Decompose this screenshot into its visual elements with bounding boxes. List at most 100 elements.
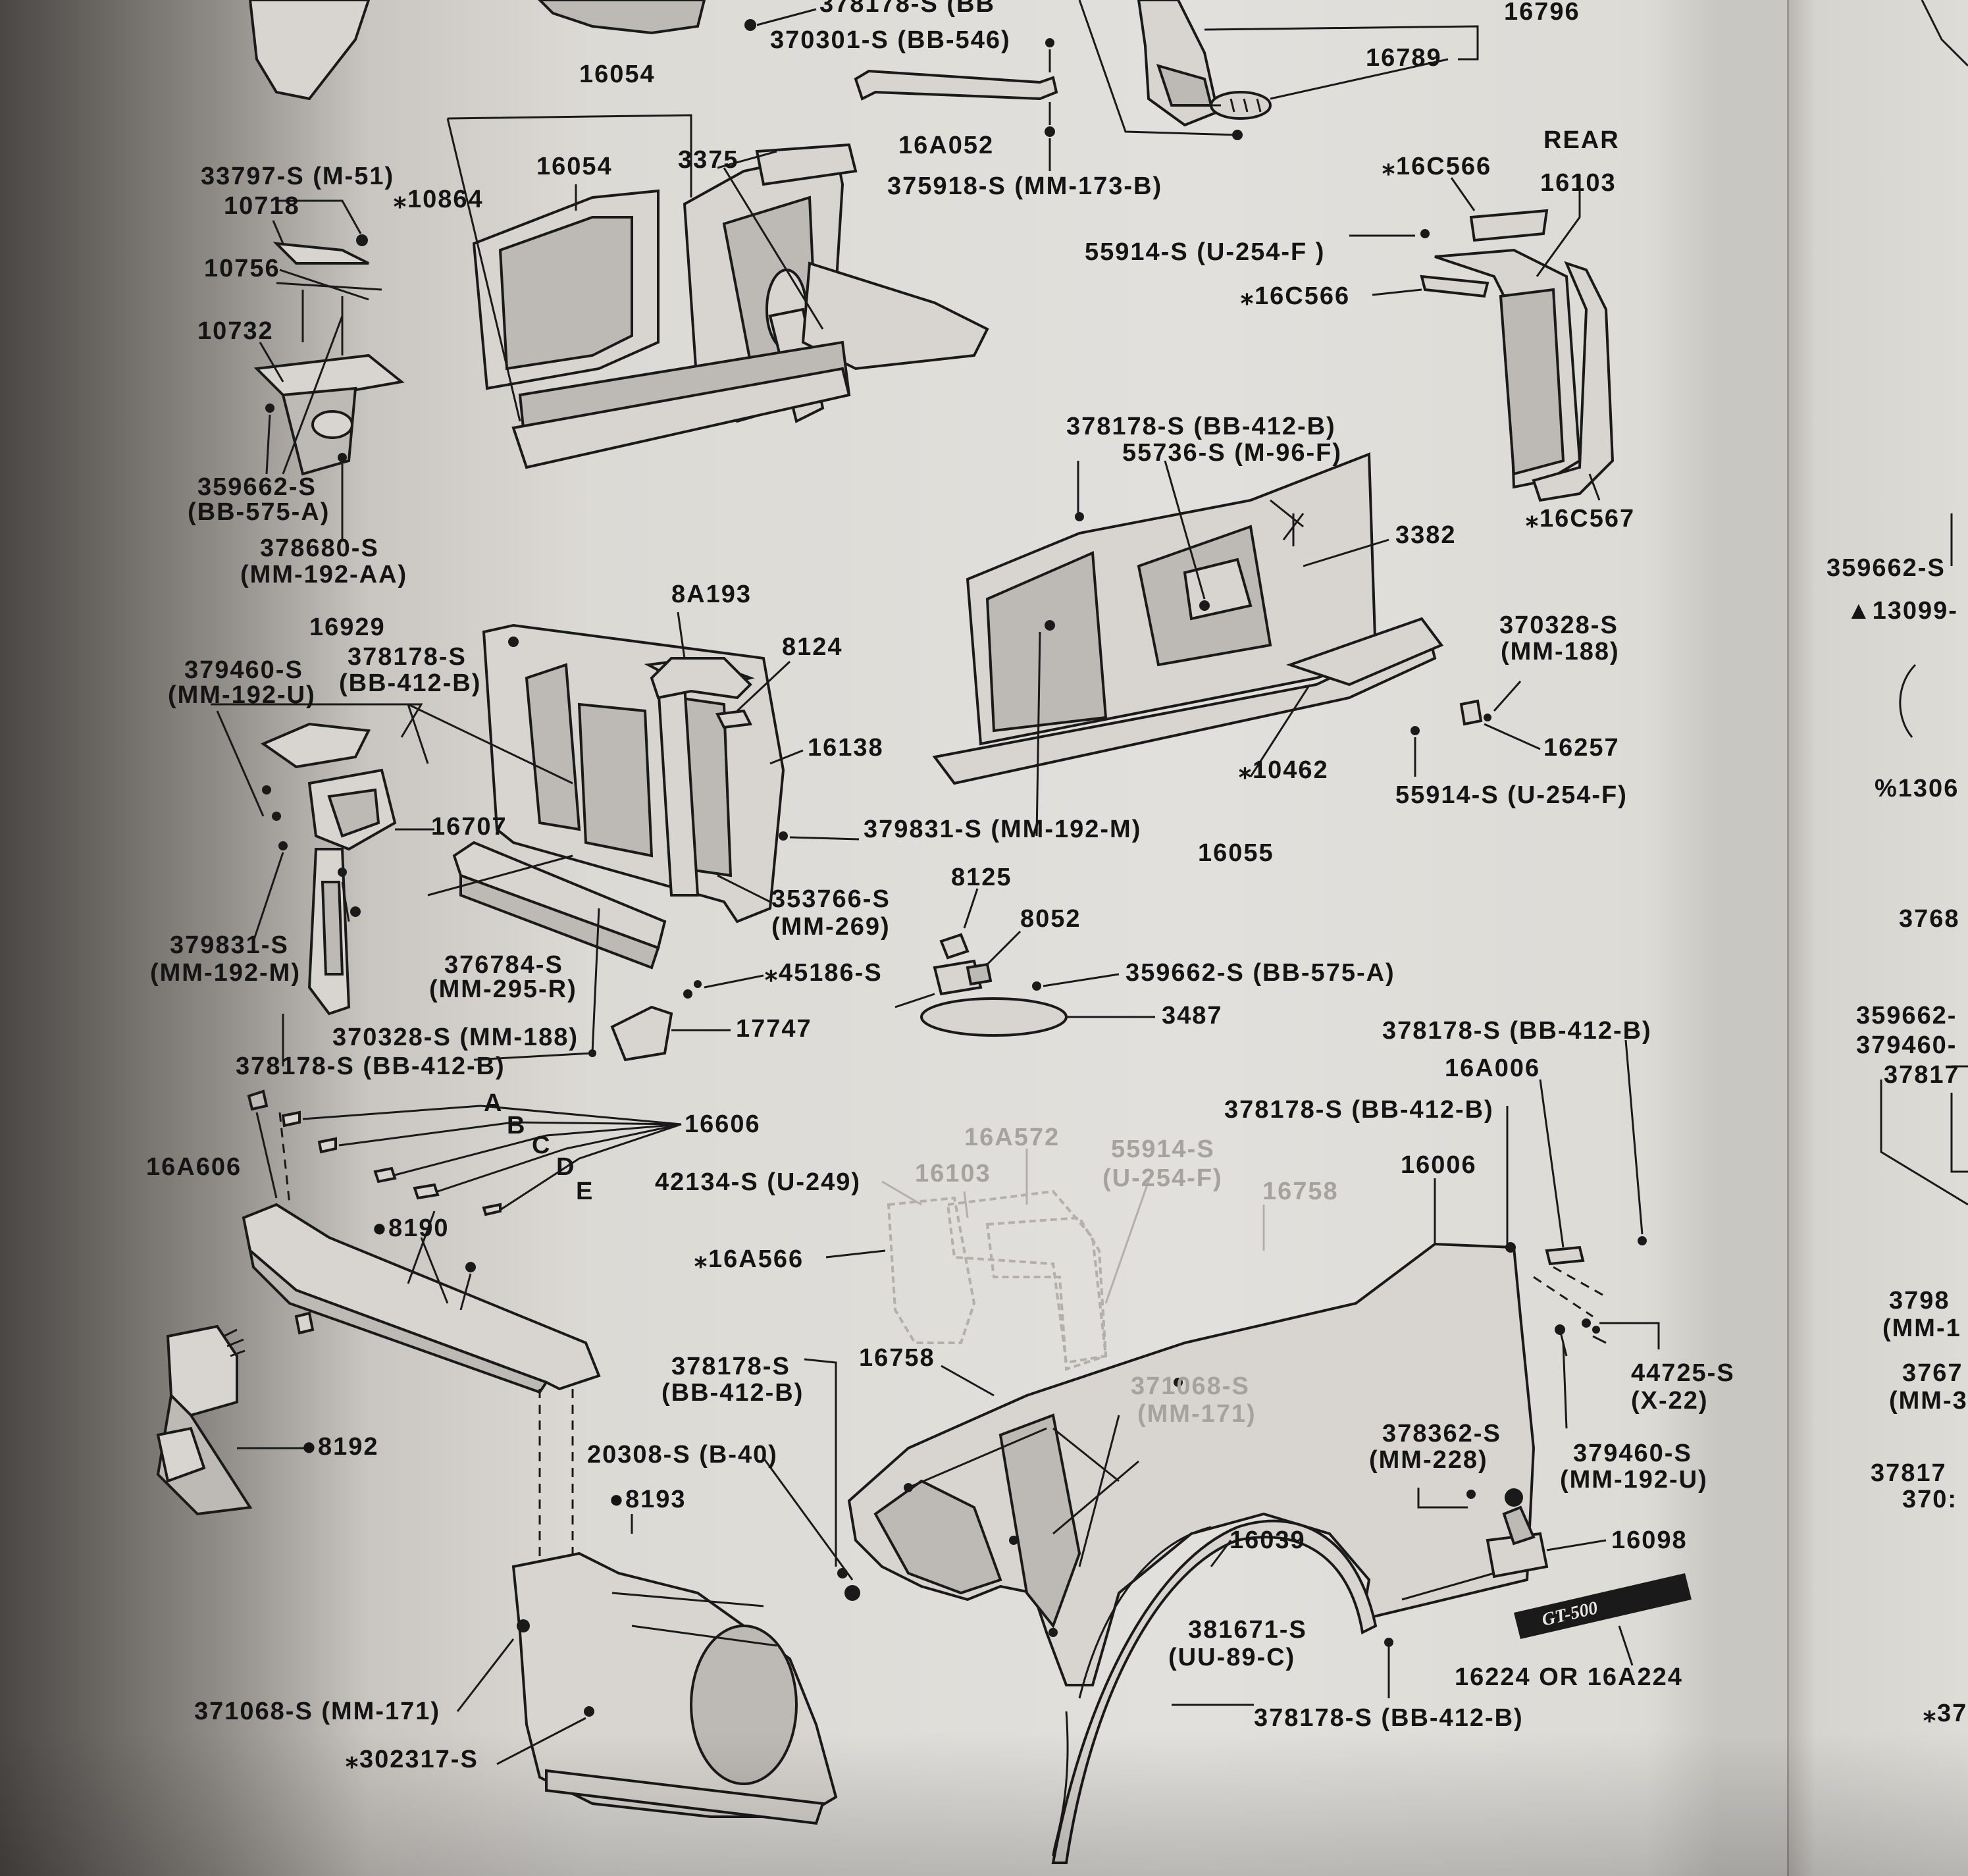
inner-fender-16a566-faded [887,1189,1108,1371]
assembly-lines-left [278,1112,574,1567]
label-359662-a: 359662-S [197,473,317,501]
label-16257: 16257 [1543,734,1620,762]
label-16c566-a: ⁎16C566 [1382,153,1491,180]
adjacent-page-fragments [1880,0,1968,1206]
label-44725: 44725-S [1631,1359,1735,1387]
leader-16c567 [1588,473,1601,501]
leader-16103-rear [1536,174,1581,277]
label-370301: 370301-S (BB-546) [770,26,1011,54]
leader-8a193 [677,612,686,659]
label-375918: 375918-S (MM-173-B) [887,172,1162,200]
label-mm228: (MM-228) [1369,1446,1488,1474]
label-16103-faint: 16103 [915,1160,991,1187]
label-8190: ●8190 [372,1214,450,1242]
adjacent-label-13: 370: [1902,1486,1957,1513]
label-378178-mid: 378178-S (BB-412-B) [1066,413,1336,440]
leader-378178-fender [804,1358,837,1567]
label-3382: 3382 [1395,521,1457,549]
leader-16758 [941,1365,995,1397]
leader-379831-center [1035,631,1041,837]
label-16a006: 16A006 [1445,1055,1540,1082]
label-8124: 8124 [782,633,843,661]
label-16054-top: 16054 [579,61,656,88]
label-c: C [532,1132,551,1159]
radiator-support-16138 [452,623,788,970]
leader-371068 [456,1638,515,1712]
leader-55736 [1164,460,1206,600]
leader-8052 [986,930,1022,966]
label-16789: 16789 [1366,44,1442,72]
leader-16054-top [447,114,692,197]
label-16138: 16138 [808,734,884,762]
label-bb412b-left: (BB-412-B) [339,669,481,697]
leader-16a566 [825,1249,886,1259]
leader-379460-left [216,710,265,817]
label-16a566: ⁎16A566 [694,1245,804,1273]
adjacent-label-7: 37817 [1884,1061,1960,1089]
label-x22: (X-22) [1631,1387,1709,1415]
label-mm192u-right: (MM-192-U) [1560,1466,1708,1494]
label-378178-fender: 378178-S [671,1353,790,1380]
label-16c567: ⁎16C567 [1526,505,1635,533]
label-370328-left: 370328-S (MM-188) [332,1024,579,1051]
top-cut-body-part [248,0,817,101]
adjacent-label-9: (MM-1 [1882,1315,1961,1342]
label-16103-rear: 16103 [1540,169,1617,197]
bracket-8052-3487 [894,933,1068,1037]
label-55914-right: 55914-S (U-254-F) [1395,781,1628,809]
gt500-emblem: GT-500 [1514,1573,1692,1639]
label-55914-faint: 55914-S [1111,1135,1215,1163]
leader-16929 [211,703,423,738]
adjacent-label-8: 3798 [1889,1287,1950,1315]
label-u254f-faint: (U-254-F) [1102,1164,1223,1192]
label-e: E [576,1178,594,1205]
leader-16054-top-b [446,118,521,422]
leader-16098 [1546,1539,1607,1551]
leader-353766 [717,874,771,903]
leaders-faded [881,1149,1265,1304]
leader-359662-a [265,315,344,475]
hood-latch-bracket-16707 [260,722,397,1016]
label-16a052: 16A052 [898,132,994,159]
label-371068: 371068-S (MM-171) [194,1698,440,1725]
leader-359662-center [1043,973,1120,987]
leader-16039 [1210,1540,1232,1567]
label-16707: 16707 [431,813,507,841]
leader-33797 [276,199,362,234]
label-3375: 3375 [678,146,739,174]
leader-10462 [1249,684,1311,777]
splash-shield-8193 [511,1551,860,1825]
label-16039: 16039 [1230,1526,1306,1554]
label-378178-right-mid: 378178-S (BB-412-B) [1224,1096,1494,1124]
label-mm269: (MM-269) [771,913,891,941]
leader-3375 [717,150,824,330]
apron-panel-3382 [932,452,1444,785]
label-45186: ⁎45186-S [765,959,883,987]
label-379460-left: 379460-S [184,656,303,684]
leader-10756 [279,269,369,301]
adjacent-label-1: 359662-S [1826,554,1946,582]
clip-8124 [715,709,753,729]
leader-370328-right [1493,681,1522,712]
label-bb412b-fender: (BB-412-B) [661,1379,804,1407]
label-381671: 381671-S [1188,1616,1307,1644]
label-16054-mid: 16054 [536,153,613,180]
bracket-8192 [156,1324,253,1516]
adjacent-label-10: 3767 [1902,1359,1963,1387]
leader-370328-left [341,881,350,922]
leader-16c566-b [1372,288,1422,296]
leader-378178-bolt-arrow [473,1052,593,1061]
leader-44725 [1592,1335,1607,1344]
label-10462: ⁎10462 [1239,756,1329,784]
adjacent-label-2: ▲13099- [1846,597,1958,625]
label-16929: 16929 [309,613,386,641]
shock-tower-apron-16054 [472,143,989,469]
adjacent-page [1787,0,1968,1876]
bracket-8a193 [650,657,752,700]
label-378680: 378680-S [260,534,379,562]
leader-16c566-a [1450,177,1476,211]
leader-16257 [1484,723,1541,750]
leader-16138 [769,749,804,765]
